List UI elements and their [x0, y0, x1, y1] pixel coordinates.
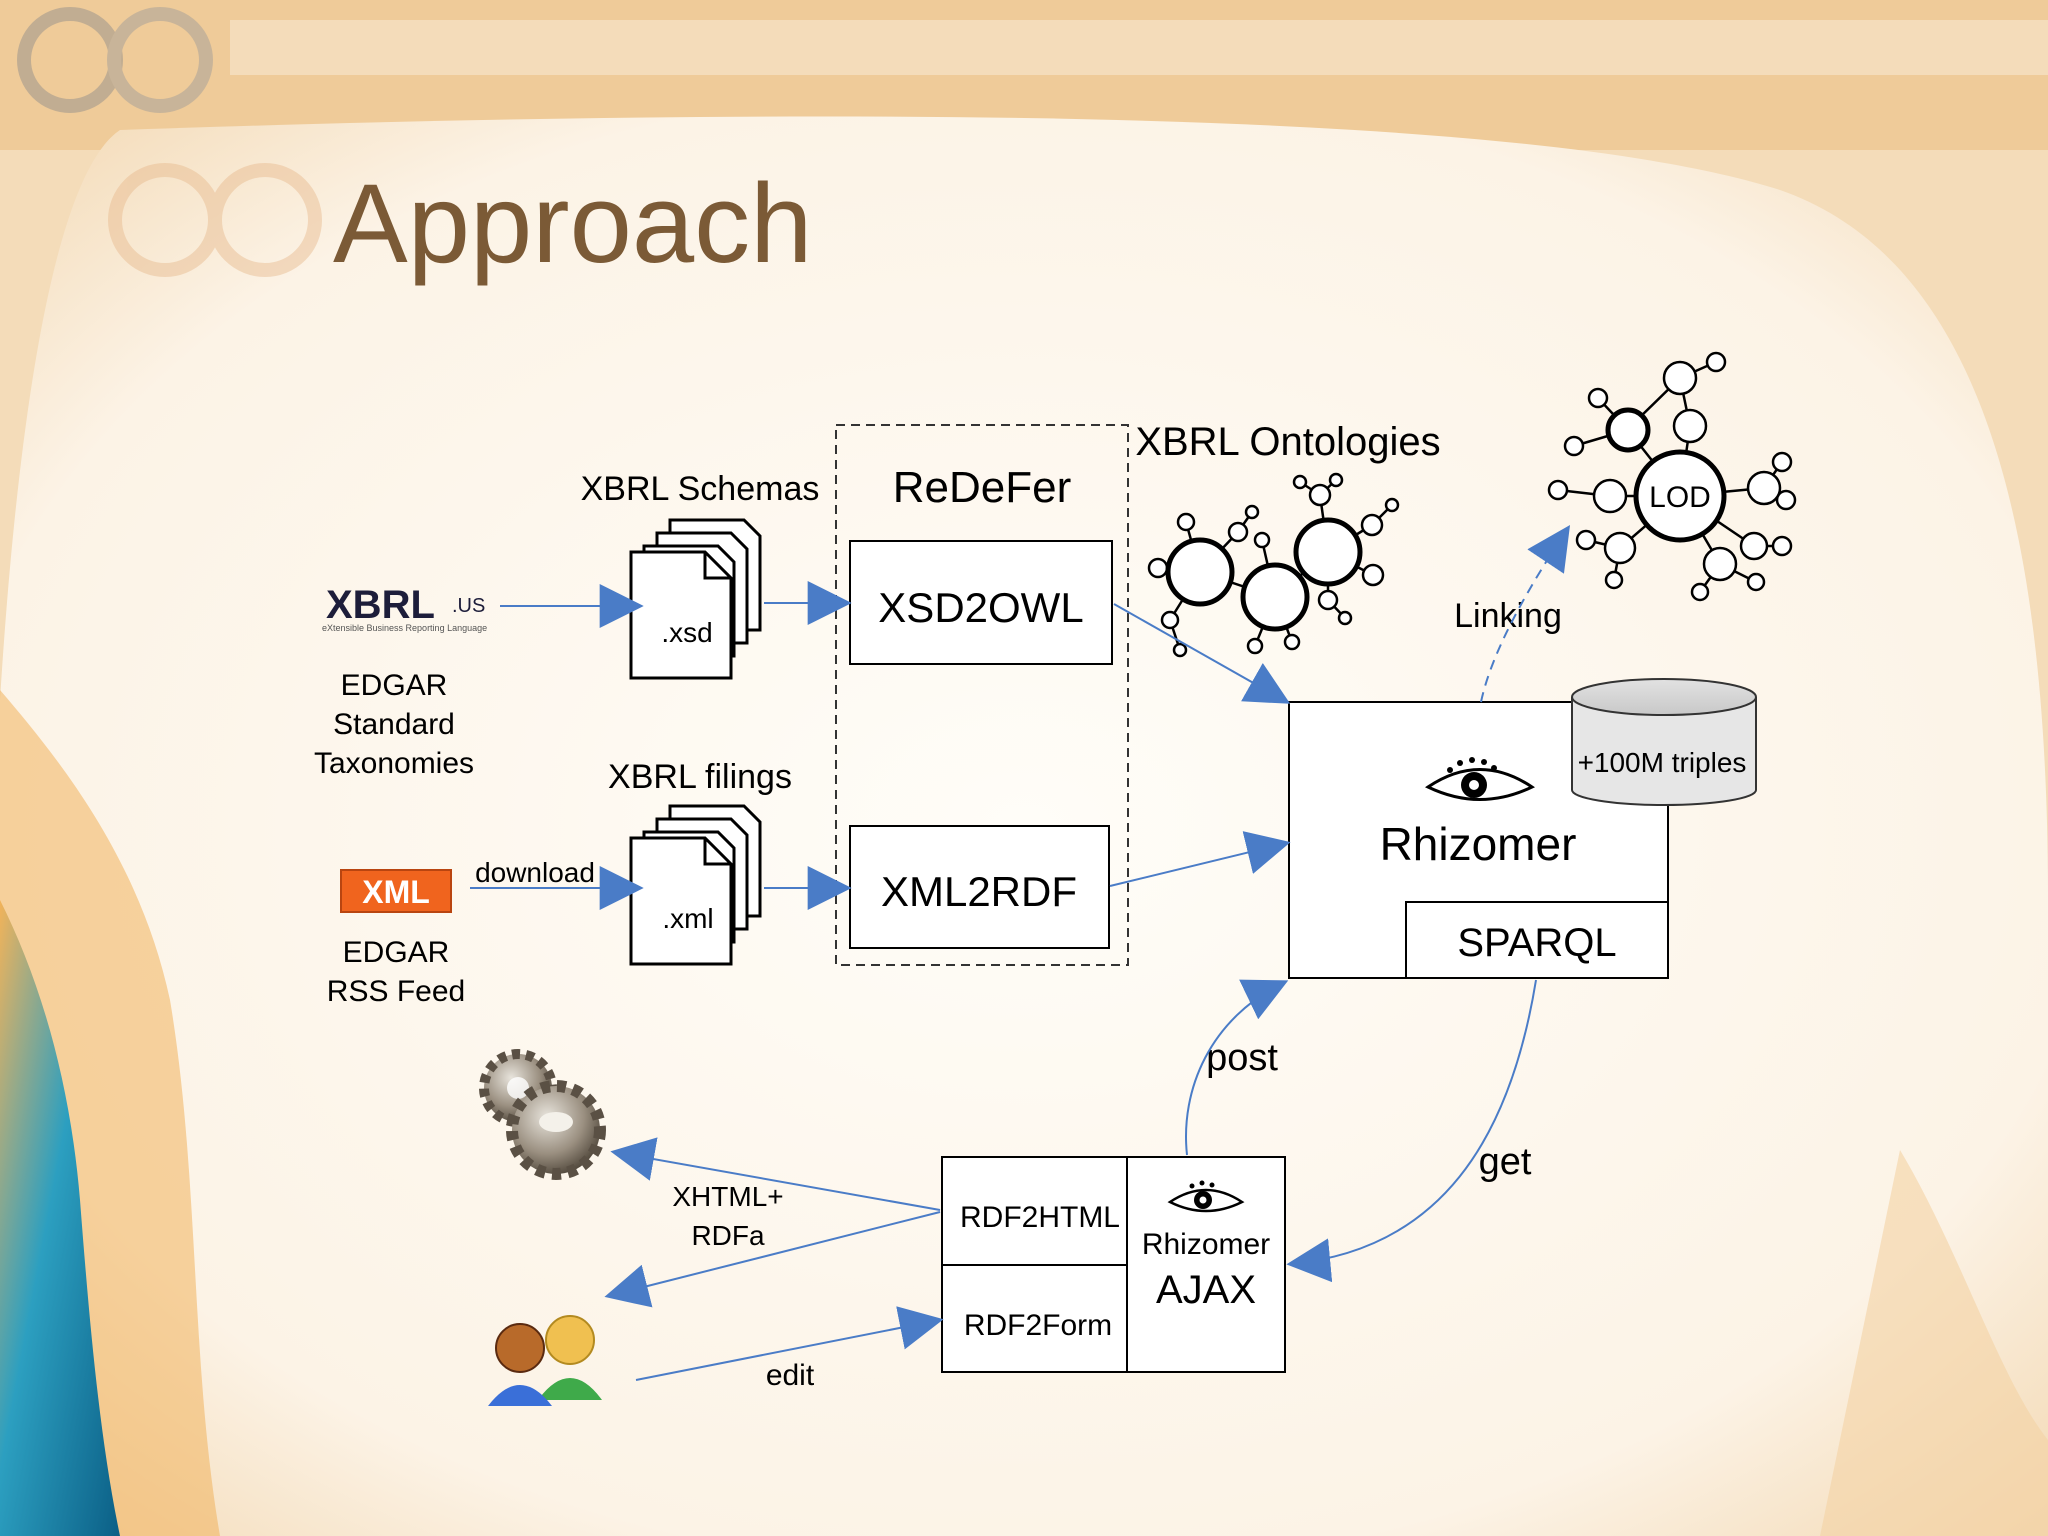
edgar-taxonomies-line-1: EDGAR: [341, 669, 448, 702]
svg-text:eXtensible Business Reporting: eXtensible Business Reporting Language: [322, 623, 487, 633]
xml2rdf-box: [849, 825, 1110, 949]
arrow-users-edit: [635, 1306, 944, 1381]
xml-badge: XML: [340, 869, 452, 913]
ajax-rhizomer-label: Rhizomer: [1142, 1228, 1270, 1261]
lod-graph: [1547, 351, 1797, 602]
triples-label: +100M triples: [1578, 747, 1747, 778]
svg-text:XML: XML: [362, 874, 430, 910]
xbrl-ontologies-graph: [1147, 472, 1400, 658]
edgar-taxonomies-line-3: Taxonomies: [314, 747, 474, 780]
edgar-rss-line-2: RSS Feed: [327, 975, 465, 1008]
xml2rdf-label: XML2RDF: [881, 868, 1077, 915]
slide-title: Approach: [333, 161, 812, 286]
xhtml-rdfa-line-2: RDFa: [691, 1220, 765, 1251]
arrow-xml2rdf-to-rhizomer: [1109, 831, 1291, 887]
corner-logo-graphic: [17, 7, 322, 277]
xsd-extension: .xsd: [661, 617, 712, 648]
redefer-container: [835, 424, 1129, 966]
arrow-rdf2html-to-users: [604, 1211, 941, 1308]
xsd2owl-label: XSD2OWL: [878, 584, 1083, 631]
edit-label: edit: [766, 1359, 815, 1392]
xsd2owl-box: [849, 540, 1113, 665]
xhtml-rdfa-line-1: XHTML+: [672, 1181, 783, 1212]
rhizomer-eye-icon: [1424, 757, 1536, 801]
arrow-rdf2html-to-gears: [610, 1137, 941, 1211]
xbrl-schemas-label: XBRL Schemas: [581, 470, 820, 508]
rdf2html-label: RDF2HTML: [960, 1201, 1120, 1234]
triples-database-icon: [1571, 678, 1757, 806]
lod-label: LOD: [1649, 481, 1711, 514]
flow-arrows: [470, 524, 1571, 1381]
rhizomer-title: Rhizomer: [1380, 818, 1577, 870]
xml-extension: .xml: [662, 903, 713, 934]
arrow-post: [1185, 979, 1289, 1156]
gears-icon: [479, 1049, 606, 1180]
xbrl-ontologies-label: XBRL Ontologies: [1135, 420, 1440, 464]
sparql-label: SPARQL: [1457, 921, 1616, 965]
arrow-get: [1286, 979, 1537, 1283]
post-label: post: [1206, 1037, 1278, 1079]
xbrl-filings-label: XBRL filings: [608, 758, 792, 796]
edgar-rss-line-1: EDGAR: [343, 936, 450, 969]
users-icon: [488, 1315, 602, 1406]
edgar-taxonomies-line-2: Standard: [333, 708, 455, 741]
download-label: download: [475, 857, 595, 888]
xml-document-stack-icon: [629, 804, 762, 966]
ajax-eye-icon: [1167, 1180, 1245, 1213]
rdf2form-label: RDF2Form: [964, 1309, 1112, 1342]
xsd-document-stack-icon: [629, 518, 762, 680]
get-label: get: [1479, 1141, 1532, 1183]
redefer-title: ReDeFer: [893, 463, 1072, 512]
ajax-label: AJAX: [1156, 1268, 1256, 1312]
xbrl-us-logo: XBRL .US eXtensible Business Reporting L…: [322, 583, 487, 633]
arrow-xsd2owl-to-rhizomer: [1113, 603, 1291, 704]
sparql-box: [1405, 901, 1669, 979]
svg-text:.US: .US: [452, 595, 485, 617]
linking-label: Linking: [1454, 597, 1562, 635]
svg-text:XBRL: XBRL: [326, 583, 435, 627]
arrow-linking-to-lod: [1480, 524, 1571, 703]
